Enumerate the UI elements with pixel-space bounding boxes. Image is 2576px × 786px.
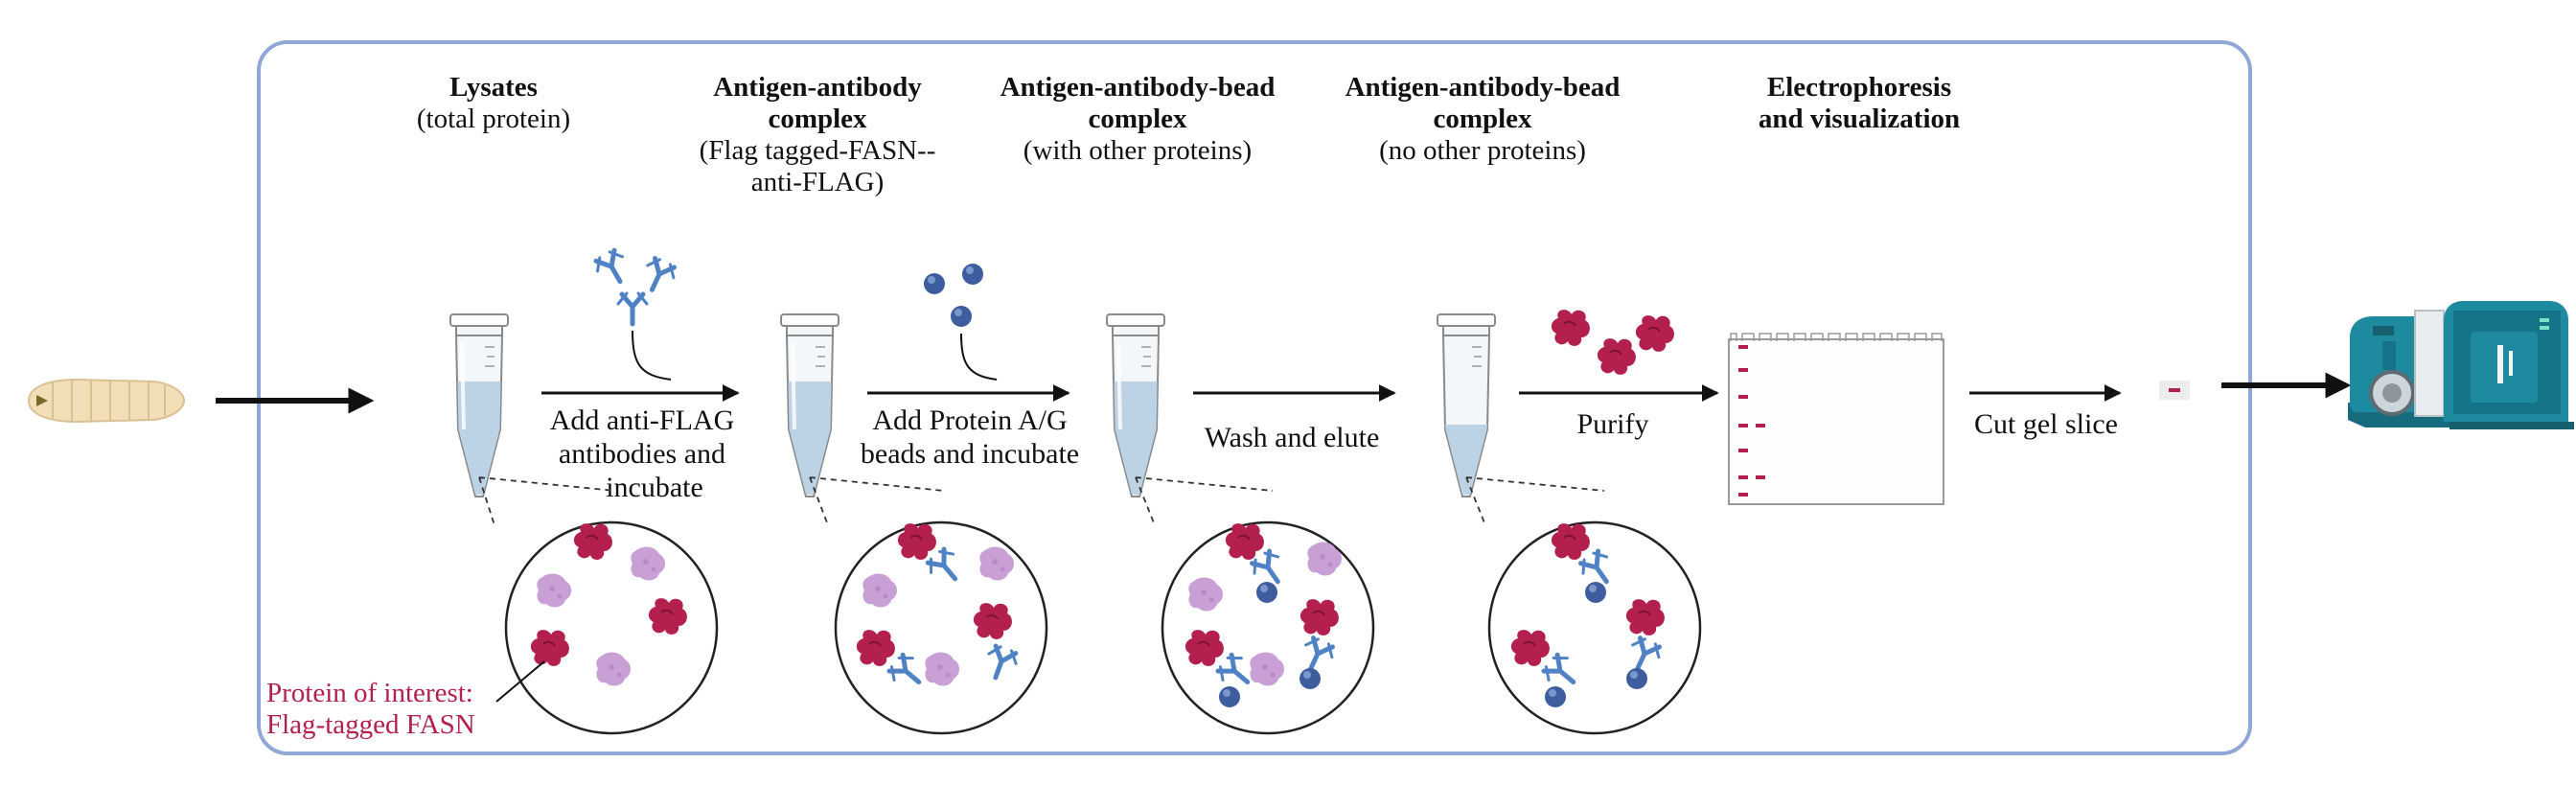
step-title: Antigen-antibody-bead: [1000, 72, 1276, 103]
reagent-curve: [960, 333, 998, 381]
action-label-3: Wash and elute: [1205, 422, 1380, 453]
antibody-icon: [639, 256, 678, 296]
action-label-4: Purify: [1577, 408, 1649, 440]
tube-icon: [779, 312, 840, 498]
protein-icon: [1550, 309, 1591, 347]
svg-text:Add anti-FLAG: Add anti-FLAG: [550, 405, 734, 436]
action-label-2: Add Protein A/G beads and incubate: [861, 405, 1079, 470]
action-label-5: Cut gel slice: [1974, 408, 2118, 440]
bead-icon: [1300, 668, 1321, 689]
protein-of-interest-label: Flag-tagged FASN: [266, 709, 475, 740]
svg-text:Add Protein A/G: Add Protein A/G: [872, 405, 1067, 436]
antibody-icon: [592, 247, 632, 289]
step-title: complex: [1088, 104, 1187, 134]
antibody-icon: [618, 293, 647, 324]
step-header-2: Antigen-antibody complex (Flag tagged-FA…: [700, 72, 936, 197]
bead-icon: [924, 273, 945, 294]
gel-icon: [1728, 333, 1944, 505]
step-title: Electrophoresis: [1767, 72, 1951, 103]
step-header-1: Lysates (total protein): [417, 72, 570, 134]
gel-slice-icon: [2159, 381, 2190, 400]
zoom-circle-lysate: [504, 520, 719, 735]
bead-icon: [1585, 582, 1606, 603]
step-subtitle: (Flag tagged-FASN--: [700, 135, 936, 166]
zoom-circle-bead-complex: [1161, 520, 1375, 735]
step-subtitle: (with other proteins): [1024, 135, 1252, 166]
zoom-lines: [478, 476, 1605, 526]
step-title: complex: [768, 104, 867, 134]
step-subtitle: (no other proteins): [1379, 135, 1586, 166]
step-subtitle: (total protein): [417, 104, 570, 134]
protein-icon: [1596, 337, 1637, 376]
action-label-1: Add anti-FLAG antibodies and incubate: [550, 405, 734, 503]
step-title: Lysates: [449, 72, 538, 103]
bead-icon: [1219, 686, 1240, 707]
bead-icon: [1256, 582, 1277, 603]
larva-icon: [27, 378, 186, 424]
svg-text:incubate: incubate: [606, 472, 703, 503]
tube-icon: [1437, 313, 1496, 497]
step-title: complex: [1433, 104, 1532, 134]
step-subtitle: anti-FLAG): [751, 167, 885, 197]
pointer-line: [495, 660, 545, 703]
mass-spectrometer-icon: [2348, 301, 2574, 429]
svg-text:antibodies and: antibodies and: [559, 438, 725, 470]
protein-icon: [1634, 314, 1675, 353]
svg-text:beads and incubate: beads and incubate: [861, 438, 1079, 470]
protein-of-interest-label: Protein of interest:: [266, 678, 473, 708]
step-header-3: Antigen-antibody-bead complex (with othe…: [1000, 72, 1276, 166]
bead-icon: [1545, 686, 1566, 707]
bead-reagent: [924, 264, 998, 381]
antibody-reagent: [592, 247, 678, 381]
step-header-5: Electrophoresis and visualization: [1759, 72, 1960, 134]
zoom-circle-purified-complex: [1487, 520, 1702, 735]
bead-icon: [951, 306, 972, 327]
zoom-circle-antigen-antibody: [834, 520, 1048, 735]
bead-icon: [962, 264, 983, 285]
tube-icon: [448, 312, 510, 498]
tube-icon: [1105, 312, 1166, 498]
bead-icon: [1626, 668, 1647, 689]
purified-protein-group: [1550, 309, 1675, 376]
step-header-4: Antigen-antibody-bead complex (no other …: [1346, 72, 1621, 166]
reagent-curve: [632, 330, 672, 381]
step-title: Antigen-antibody: [713, 72, 922, 103]
step-title: Antigen-antibody-bead: [1346, 72, 1621, 103]
step-title: and visualization: [1759, 104, 1960, 134]
